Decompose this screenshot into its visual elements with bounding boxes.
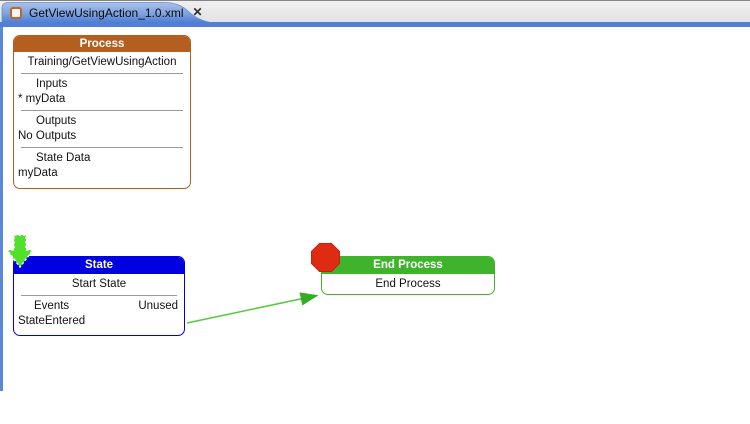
process-file-icon <box>10 6 22 19</box>
editor-tab-bar: GetViewUsingAction_1.0.xml ✕ <box>0 0 750 23</box>
end-process-name: End Process <box>375 278 441 290</box>
state-name: Start State <box>71 278 127 290</box>
section-divider <box>21 73 183 74</box>
section-divider <box>21 147 183 148</box>
editor-tab[interactable]: GetViewUsingAction_1.0.xml ✕ <box>0 2 214 23</box>
end-process-node-header: End Process <box>322 257 494 274</box>
events-status: Unused <box>138 300 178 312</box>
tab-background-shape <box>1 2 214 23</box>
state-node[interactable]: State Start State Events Unused StateEnt… <box>13 256 185 336</box>
end-process-node[interactable]: End Process End Process <box>321 256 495 295</box>
events-label: Events <box>34 300 70 312</box>
event-name: StateEntered <box>18 315 86 327</box>
tab-title: GetViewUsingAction_1.0.xml <box>29 5 184 20</box>
process-name: Training/GetViewUsingAction <box>27 56 177 68</box>
inputs-label: Inputs <box>36 78 68 90</box>
state-data-value: myData <box>18 167 58 179</box>
state-data-label: State Data <box>36 152 91 164</box>
outputs-label: Outputs <box>36 115 77 127</box>
active-tab-underline <box>0 22 750 27</box>
process-node[interactable]: Process Training/GetViewUsingAction Inpu… <box>13 35 191 189</box>
red-stop-octagon-icon[interactable] <box>311 243 340 272</box>
events-row: Events Unused <box>14 297 184 314</box>
inputs-value: * myData <box>18 93 66 105</box>
canvas-left-edge <box>0 27 3 391</box>
close-icon[interactable]: ✕ <box>192 5 203 19</box>
diagram-canvas[interactable]: Process Training/GetViewUsingAction Inpu… <box>0 27 750 424</box>
process-node-header: Process <box>14 36 190 52</box>
tab-content: GetViewUsingAction_1.0.xml ✕ <box>10 2 205 23</box>
outputs-value: No Outputs <box>18 130 77 142</box>
section-divider <box>21 295 177 296</box>
green-down-arrow-icon[interactable] <box>6 234 34 268</box>
section-divider <box>21 110 183 111</box>
state-node-header: State <box>14 257 184 274</box>
